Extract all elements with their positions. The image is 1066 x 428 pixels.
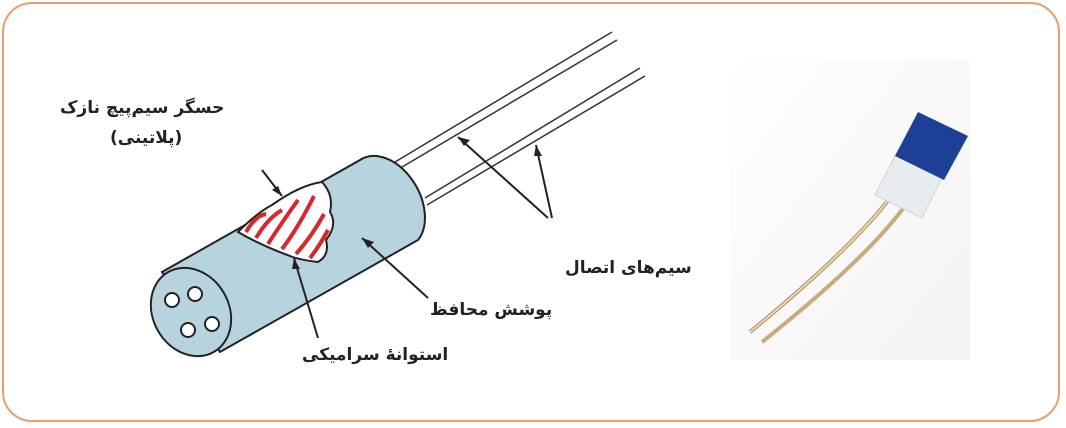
label-heater-line1: حسگر سیم‌پیچ نازک <box>60 98 224 118</box>
label-lead-wires: سیم‌های اتصال <box>565 258 692 278</box>
ceramic-cylinder-body <box>135 156 425 371</box>
label-ceramic-cylinder: استوانهٔ سرامیکی <box>302 345 448 365</box>
label-heater-line2: (پلاتینی) <box>110 128 182 148</box>
pointer-lead-wire-1 <box>458 137 548 218</box>
bore-hole <box>188 287 202 301</box>
lead-wires <box>395 32 645 205</box>
label-protective-cover: پوشش محافظ <box>430 300 552 320</box>
bore-hole <box>165 293 179 307</box>
bore-hole <box>205 317 219 331</box>
bore-hole <box>181 323 195 337</box>
sensor-photo <box>730 60 970 360</box>
